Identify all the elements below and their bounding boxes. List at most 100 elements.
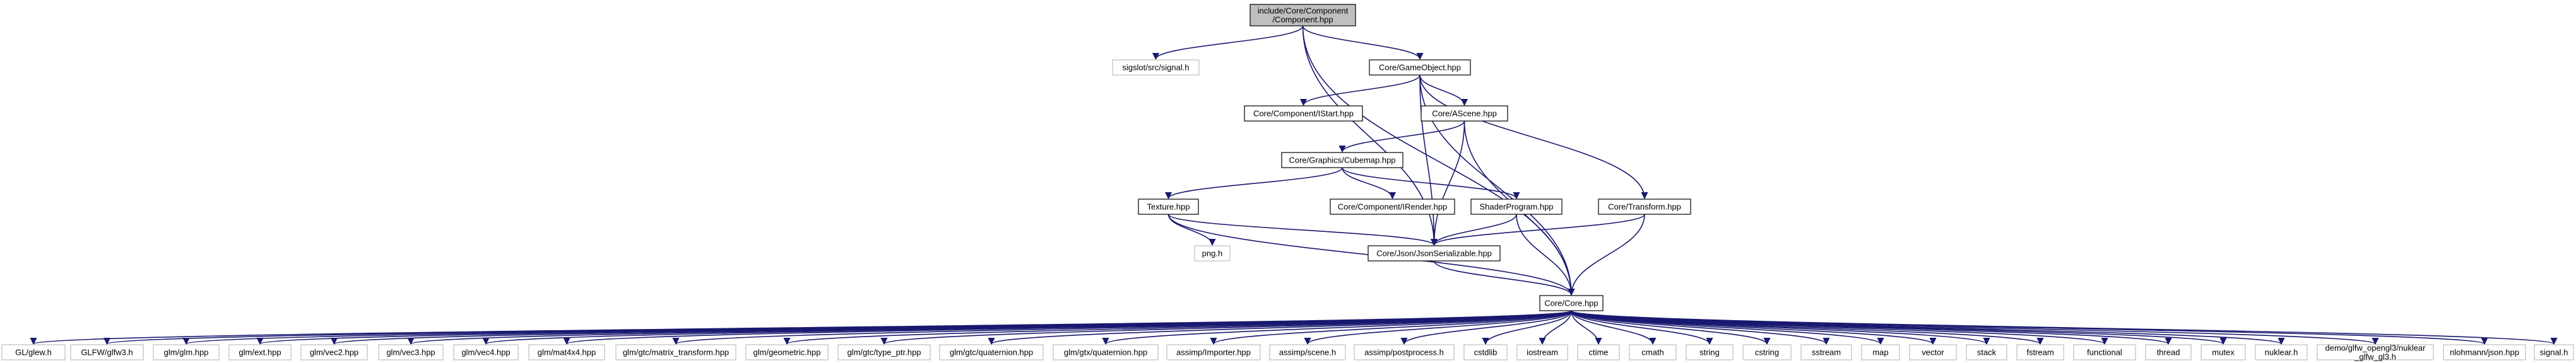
edge-core-to-l12: [1102, 310, 1572, 345]
node-box: [1861, 344, 1900, 360]
node-l21: cstring: [1742, 344, 1792, 360]
edge-transform-to-core: [1568, 214, 1645, 296]
node-istart[interactable]: Core/Component/IStart.hpp: [1244, 105, 1363, 122]
node-json[interactable]: Core/Json/JsonSerializable.hpp: [1368, 245, 1501, 262]
node-l29: mutex: [2201, 344, 2246, 360]
node-label: GL/glew.h: [15, 348, 52, 357]
node-box: [2534, 344, 2574, 360]
node-box: [1598, 199, 1691, 215]
edge-texture-to-png: [1167, 214, 1216, 246]
edge-core-to-l16: [1482, 310, 1572, 345]
edge-core-to-l15: [1400, 310, 1572, 345]
node-box: [2255, 344, 2308, 360]
edge-core-to-l6: [483, 310, 1572, 345]
node-label: cmath: [1641, 348, 1663, 357]
node-label: glm/vec3.hpp: [386, 348, 435, 357]
edge-gameobject-to-json: [1419, 74, 1438, 246]
node-l2: glm/glm.hpp: [153, 344, 220, 360]
node-box: [1269, 344, 1346, 360]
edge-core-to-l33: [1571, 310, 2557, 345]
node-box: [1330, 199, 1455, 215]
node-l9: glm/geometric.hpp: [745, 344, 829, 360]
node-label: glm/gtx/quaternion.hpp: [1064, 348, 1147, 357]
node-root[interactable]: include/Core/Component/Component.hpp: [1250, 4, 1356, 26]
node-l1: GLFW/glfw3.h: [70, 344, 144, 360]
node-l8: glm/gtc/matrix_transform.hpp: [615, 344, 736, 360]
node-box: [1577, 344, 1620, 360]
node-ascene[interactable]: Core/AScene.hpp: [1421, 105, 1508, 122]
node-box: [228, 344, 292, 360]
node-label: glm/gtc/type_ptr.hpp: [847, 348, 921, 357]
node-box: [153, 344, 220, 360]
edge-core-to-l11: [988, 310, 1572, 345]
node-box: [1281, 152, 1403, 168]
node-label: Core/Component/IStart.hpp: [1253, 109, 1354, 118]
edge-core-to-l4: [331, 310, 1572, 345]
node-box: [2443, 344, 2526, 360]
node-label: glm/glm.hpp: [164, 348, 209, 357]
node-l24: vector: [1909, 344, 1957, 360]
node-box: [453, 344, 519, 360]
edge-json-to-core: [1433, 260, 1575, 296]
node-box: [300, 344, 368, 360]
node-label: glm/geometric.hpp: [753, 348, 821, 357]
edge-shader-to-core: [1516, 214, 1575, 296]
node-shader[interactable]: ShaderProgram.hpp: [1470, 199, 1563, 215]
edge-core-to-l17: [1539, 310, 1572, 345]
node-label: thread: [2157, 348, 2180, 357]
node-box: [1369, 59, 1471, 76]
node-label: png.h: [1202, 249, 1223, 258]
node-label: cstdlib: [1474, 348, 1498, 357]
node-label: glm/vec2.hpp: [310, 348, 358, 357]
edge-core-to-l19: [1571, 310, 1657, 345]
node-box: [1629, 344, 1677, 360]
node-label: ctime: [1588, 348, 1608, 357]
node-label: sstream: [1812, 348, 1841, 357]
node-core[interactable]: Core/Core.hpp: [1539, 295, 1604, 311]
edge-gameobject-to-ascene: [1419, 74, 1468, 107]
node-transform[interactable]: Core/Transform.hpp: [1598, 199, 1691, 215]
node-irender[interactable]: Core/Component/IRender.hpp: [1330, 199, 1455, 215]
node-box: [378, 344, 444, 360]
node-l31: demo/glfw_opengl3/nuklear_glfw_gl3.h: [2317, 343, 2434, 362]
node-box: [1250, 4, 1356, 26]
node-cubemap[interactable]: Core/Graphics/Cubemap.hpp: [1281, 152, 1403, 168]
node-box: [1470, 199, 1563, 215]
node-box: [1354, 344, 1455, 360]
node-box: [1138, 199, 1199, 215]
node-label: vector: [1922, 348, 1944, 357]
node-box: [70, 344, 144, 360]
node-box: [1742, 344, 1792, 360]
node-l14: assimp/scene.h: [1269, 344, 1346, 360]
node-box: [1194, 245, 1231, 262]
edge-ascene-to-cubemap: [1338, 120, 1465, 153]
edge-transform-to-json: [1431, 214, 1645, 246]
edge-core-to-l20: [1571, 310, 1713, 345]
node-l11: glm/gtc/quaternion.hpp: [939, 344, 1044, 360]
node-label: Core/Core.hpp: [1544, 299, 1598, 308]
edge-core-to-l10: [880, 310, 1572, 345]
node-texture[interactable]: Texture.hpp: [1138, 199, 1199, 215]
node-label: include/Core/Component: [1258, 6, 1349, 16]
node-label: glm/gtc/quaternion.hpp: [950, 348, 1033, 357]
node-box: [1244, 105, 1363, 122]
node-gameobject[interactable]: Core/GameObject.hpp: [1369, 59, 1471, 76]
node-box: [2016, 344, 2064, 360]
node-box: [1053, 344, 1159, 360]
node-label: demo/glfw_opengl3/nuklear: [2325, 343, 2426, 353]
node-l32: nlohmann/json.hpp: [2443, 344, 2526, 360]
node-l7: glm/mat4x4.hpp: [528, 344, 605, 360]
node-label: glm/ext.hpp: [239, 348, 281, 357]
node-label: glm/gtc/matrix_transform.hpp: [623, 348, 729, 357]
node-label: map: [1872, 348, 1888, 357]
node-l15: assimp/postprocess.h: [1354, 344, 1455, 360]
edges-layer: [30, 25, 2557, 345]
node-l19: cmath: [1629, 344, 1677, 360]
node-box: [939, 344, 1044, 360]
node-l17: iostream: [1516, 344, 1568, 360]
node-box: [745, 344, 829, 360]
edge-core-to-l22: [1571, 310, 1830, 345]
node-label: signal.h: [2540, 348, 2568, 357]
node-l5: glm/vec3.hpp: [378, 344, 444, 360]
edge-core-to-l21: [1571, 310, 1771, 345]
